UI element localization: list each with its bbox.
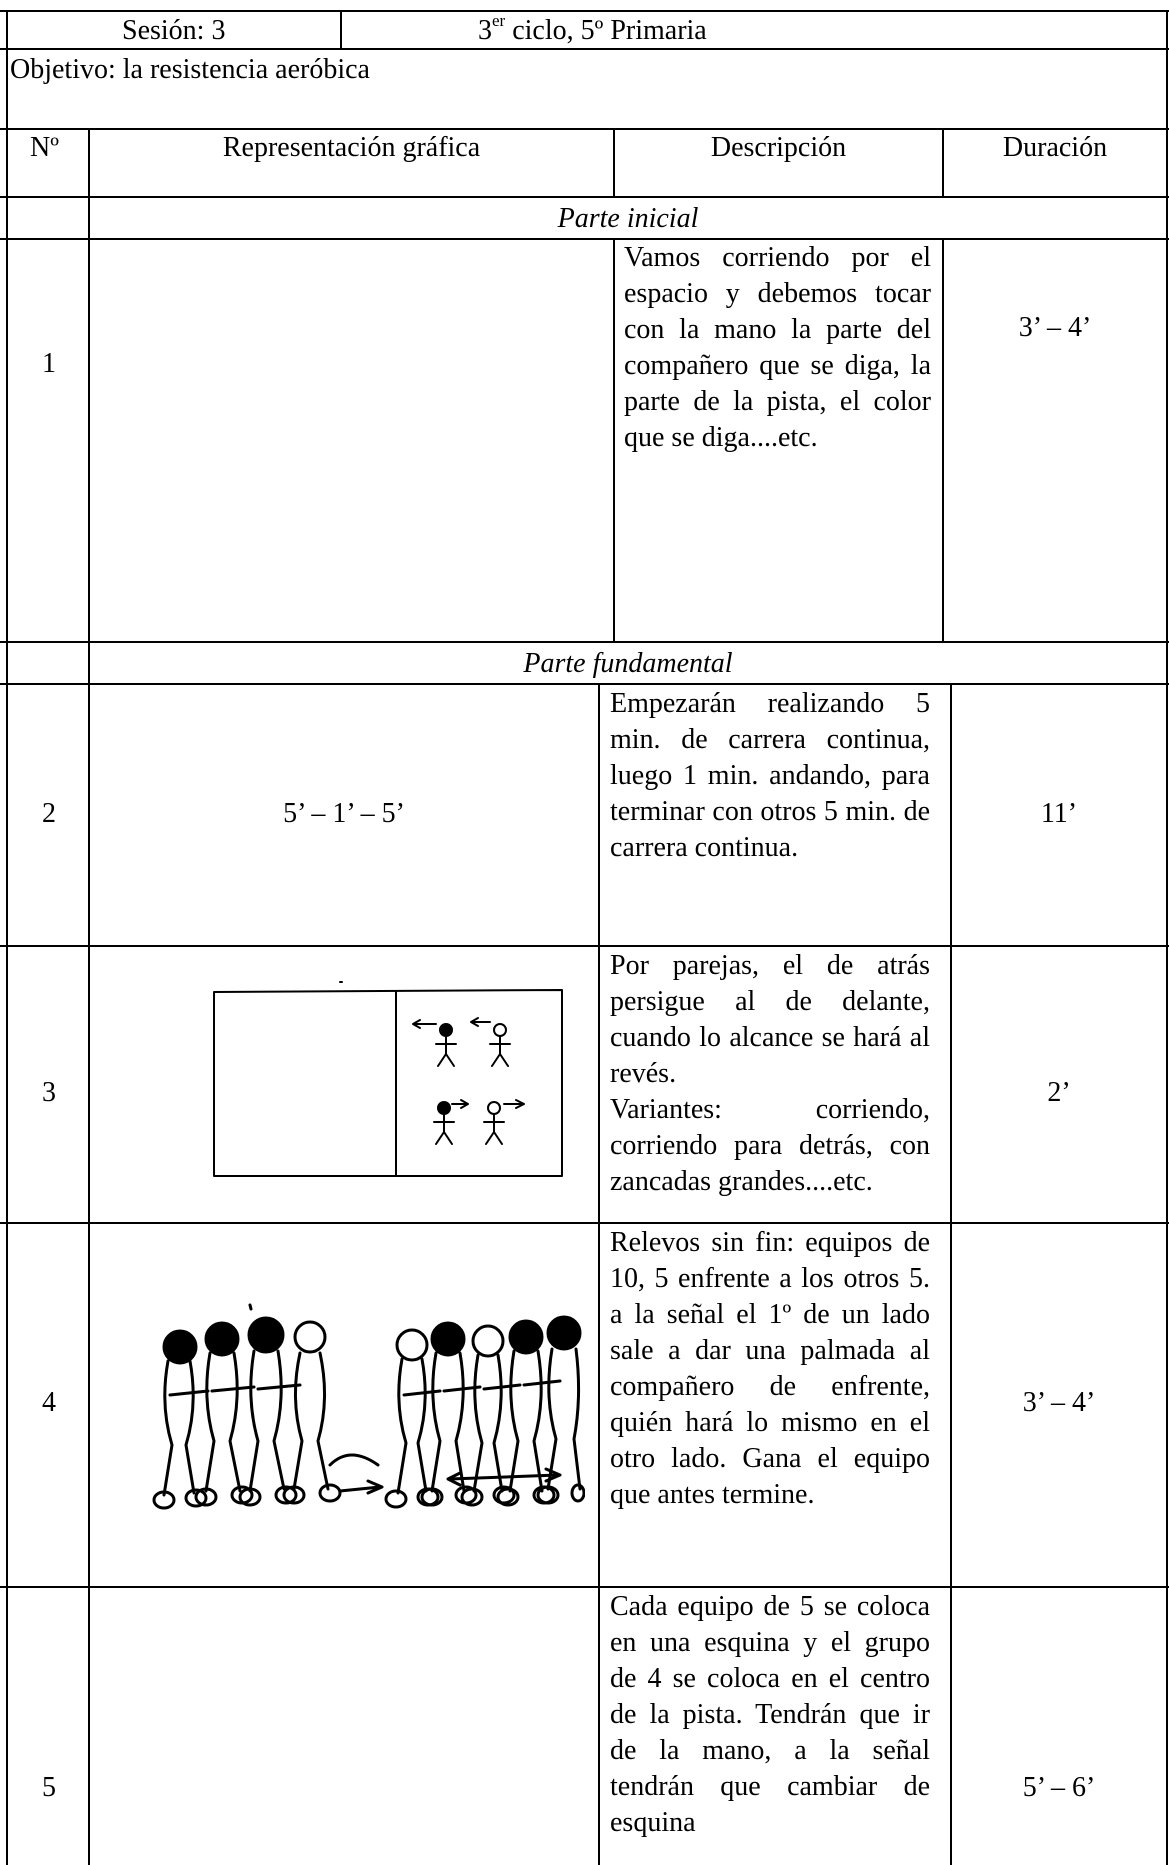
row-number: 5 [42, 1772, 56, 1803]
column-header-number: Nº [30, 132, 59, 163]
column-header-duration: Duración [1002, 132, 1108, 163]
section-title-main: Parte fundamental [523, 648, 733, 679]
row-number: 2 [42, 798, 56, 829]
row-duration: 2’ [1047, 1077, 1071, 1108]
row-number: 1 [42, 348, 56, 379]
cycle-label: 3er ciclo, 5º Primaria [478, 10, 707, 46]
row-duration: 3’ – 4’ [1018, 312, 1092, 343]
row-description: Empezarán realizando 5 min. de carrera c… [610, 688, 930, 863]
row-graphic-text: 5’ – 1’ – 5’ [283, 798, 405, 829]
row-duration: 5’ – 6’ [1022, 1772, 1096, 1803]
column-header-description: Descripción [710, 132, 847, 163]
objective-label: Objetivo: la resistencia aeróbica [10, 54, 370, 85]
row-description: Por parejas, el de atrás persigue al de … [610, 950, 930, 1197]
row-duration: 3’ – 4’ [1022, 1387, 1096, 1418]
row-description: Cada equipo de 5 se coloca en una esquin… [610, 1591, 930, 1838]
row-number: 3 [42, 1077, 56, 1108]
court-chase-diagram [213, 981, 563, 1177]
row-number: 4 [42, 1387, 56, 1418]
row-duration: 11’ [1040, 798, 1078, 829]
section-title-initial: Parte inicial [557, 203, 699, 234]
row-description: Vamos corriendo por el espacio y debemos… [624, 242, 931, 453]
column-header-graphic: Representación gráfica [222, 132, 481, 163]
relay-teams-illustration [152, 1303, 585, 1510]
row-description: Relevos sin fin: equipos de 10, 5 enfren… [610, 1227, 930, 1510]
session-label: Sesión: 3 [122, 15, 226, 46]
